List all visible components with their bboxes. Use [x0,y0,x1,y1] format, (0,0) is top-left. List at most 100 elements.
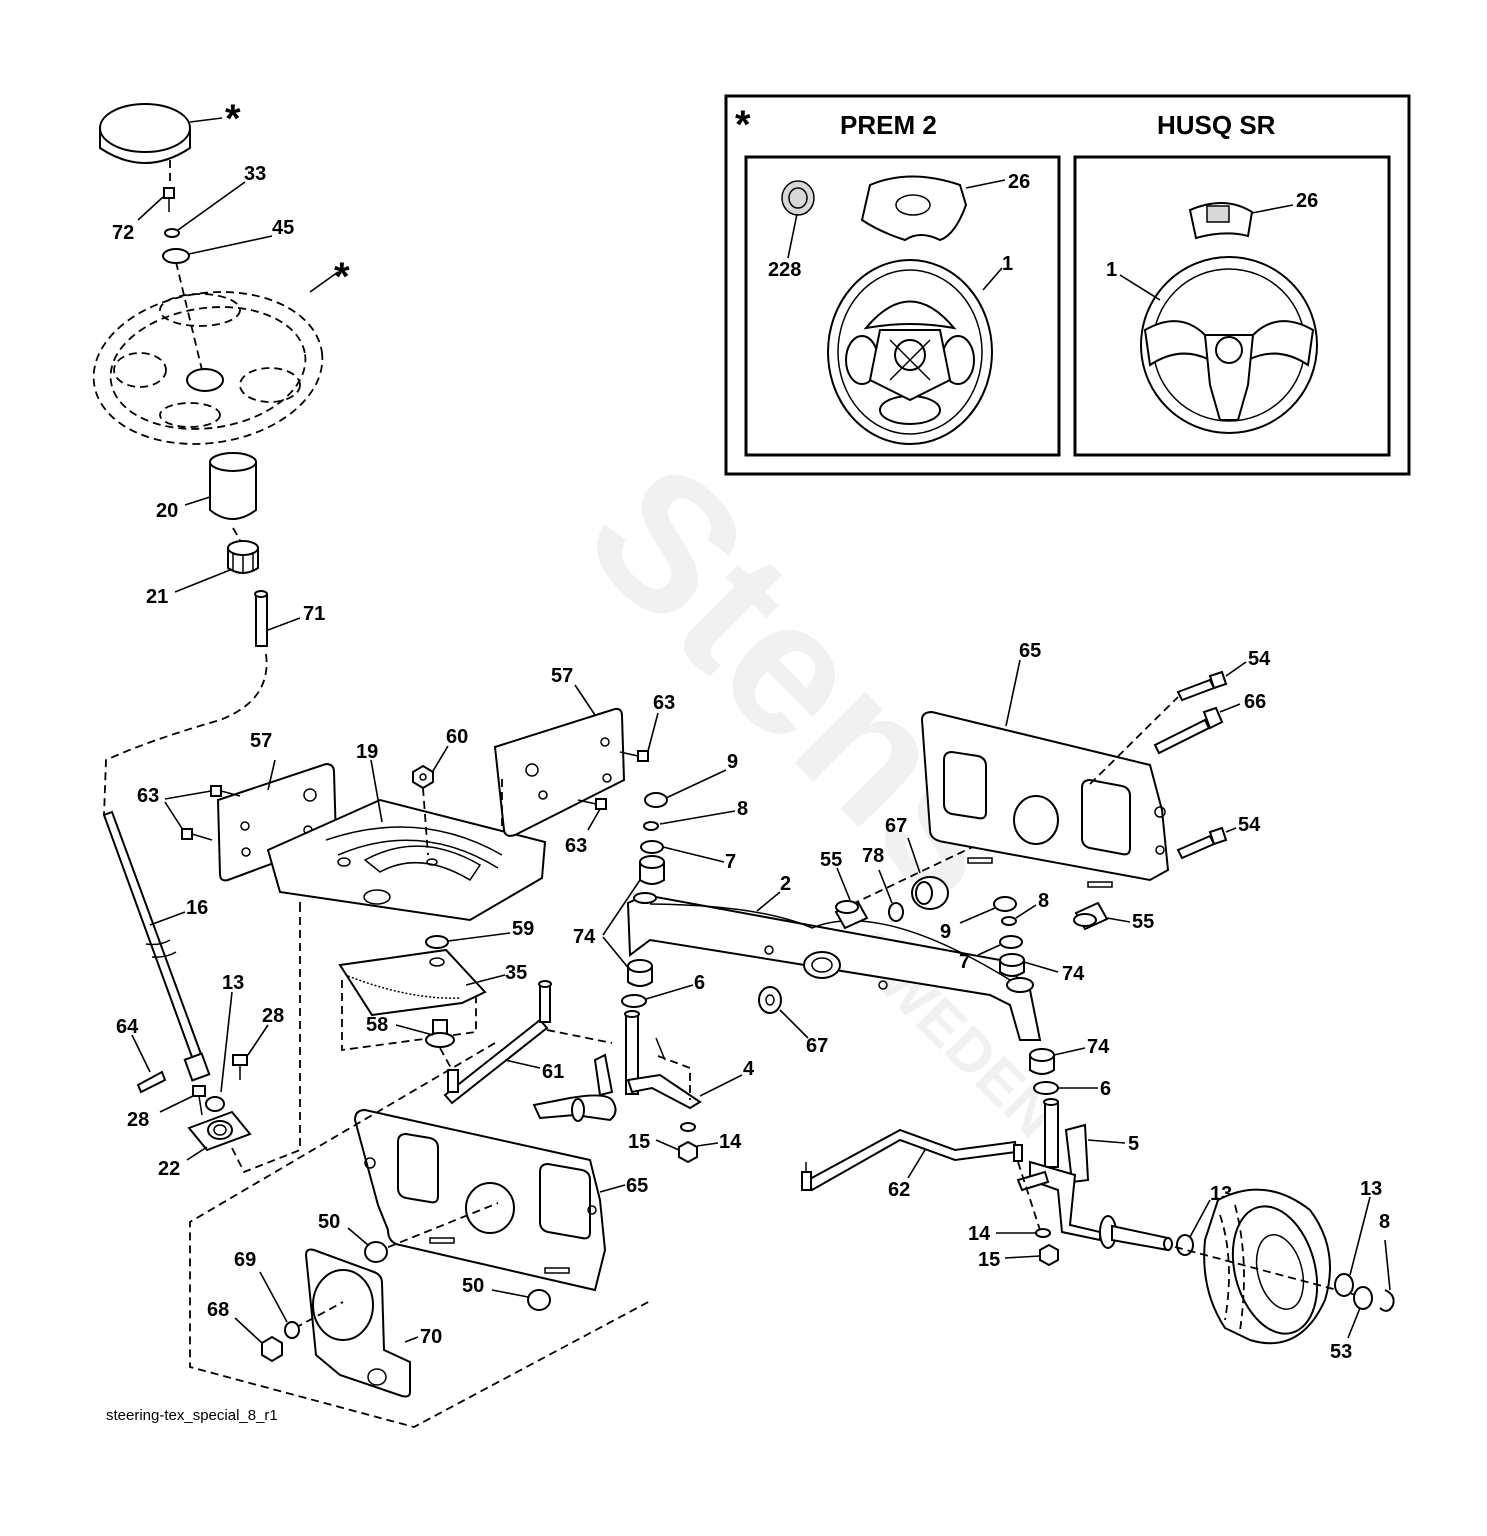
bushing-74a [639,855,665,885]
label-65a: 65 [1019,640,1041,662]
label-58: 58 [366,1014,388,1036]
pin-71 [254,590,268,647]
pivot-bushing-67a [758,986,782,1014]
washer-13a [205,1096,225,1112]
label-5: 5 [1128,1133,1139,1155]
washer-69 [284,1321,300,1339]
prem2-steering-wheel [827,259,993,445]
steering-wheel-options-inset: * PREM 2 HUSQ SR 228 26 [724,94,1411,476]
label-13a: 13 [222,972,244,994]
cap-9b [993,896,1017,912]
spindle-5 [1016,1098,1173,1252]
label-21: 21 [146,586,168,608]
label-33: 33 [244,163,266,185]
tie-rod-62 [801,1128,1023,1192]
washer-45 [162,248,190,264]
label-26-husq: 26 [1296,190,1318,212]
bolt-54a [1176,670,1228,702]
label-9b: 9 [940,921,951,943]
bolt-28a [232,1054,248,1080]
label-1-prem2: 1 [1002,253,1013,275]
label-53: 53 [1330,1341,1352,1363]
label-55b: 55 [1132,911,1154,933]
washer-6b [1033,1081,1059,1095]
bolt-72 [163,187,175,212]
label-74a: 74 [573,926,596,948]
label-1-husq: 1 [1106,259,1117,281]
prem2-emblem [781,180,815,216]
bearing-plate-22 [187,1110,252,1152]
husq-sr-steering-wheel [1140,256,1318,434]
prem2-center-cover [860,175,968,242]
label-20: 20 [156,500,178,522]
bolt-63d [577,798,607,810]
label-57b: 57 [551,665,573,687]
label-28a: 28 [262,1005,284,1027]
washer-59 [425,935,449,949]
bolt-58 [425,1019,455,1048]
spindle-4 [532,1010,702,1122]
adapter-21 [227,540,259,574]
label-8b: 8 [1038,890,1049,912]
label-15b: 15 [978,1249,1000,1271]
nut-50a [364,1241,388,1263]
label-63b: 63 [653,692,675,714]
label-59: 59 [512,918,534,940]
bolt-63b [181,828,213,841]
diagram-file-name: steering-tex_special_8_r1 [106,1407,278,1424]
nut-60 [412,764,434,790]
label-8a: 8 [737,798,748,820]
frame-plate-65-left [353,1108,607,1292]
label-65b: 65 [626,1175,648,1197]
label-45: 45 [272,217,294,239]
label-54b: 54 [1238,814,1261,836]
support-plate-57-right [493,707,626,837]
label-228: 228 [768,259,801,281]
steering-wheel [92,291,324,445]
spacer-55b [1073,901,1109,931]
steering-shaft-16 [102,810,211,1082]
bracket-70 [304,1248,411,1398]
washer-53 [1353,1286,1373,1310]
label-55a: 55 [820,849,842,871]
label-star-wheel: * [334,255,350,299]
label-35: 35 [505,962,527,984]
label-2: 2 [780,873,791,895]
front-axle-2 [626,892,1042,1041]
label-8c: 8 [1379,1211,1390,1233]
label-4: 4 [743,1058,755,1080]
label-74b: 74 [1062,963,1085,985]
label-16: 16 [186,897,208,919]
inset-right-header: HUSQ SR [1157,110,1276,140]
label-63a: 63 [137,785,159,807]
label-74c: 74 [1087,1036,1110,1058]
label-50a: 50 [318,1211,340,1233]
label-70: 70 [420,1326,442,1348]
inset-star: * [735,103,751,147]
clip-8c [1379,1289,1395,1312]
bolt-66 [1153,706,1224,755]
label-14a: 14 [719,1131,742,1153]
label-67a: 67 [806,1035,828,1057]
label-62: 62 [888,1179,910,1201]
clip-8b [1001,916,1017,926]
label-78: 78 [862,845,884,867]
label-63c: 63 [565,835,587,857]
washer-7b [999,935,1023,949]
label-19: 19 [356,741,378,763]
label-star-cap: * [225,97,241,141]
column-boot-20 [209,452,257,520]
label-14b: 14 [968,1223,991,1245]
frame-plate-65-right [920,710,1170,888]
bushing-74b [627,959,653,987]
label-67b: 67 [885,815,907,837]
spacer-55a [834,900,869,930]
lockwasher-14b [1035,1228,1051,1238]
label-6b: 6 [1100,1078,1111,1100]
watermark-brand: Stens [547,424,1063,940]
label-66: 66 [1244,691,1266,713]
label-6a: 6 [694,972,705,994]
bolt-63a [210,785,241,797]
husq-sr-center-cover [1188,201,1254,240]
